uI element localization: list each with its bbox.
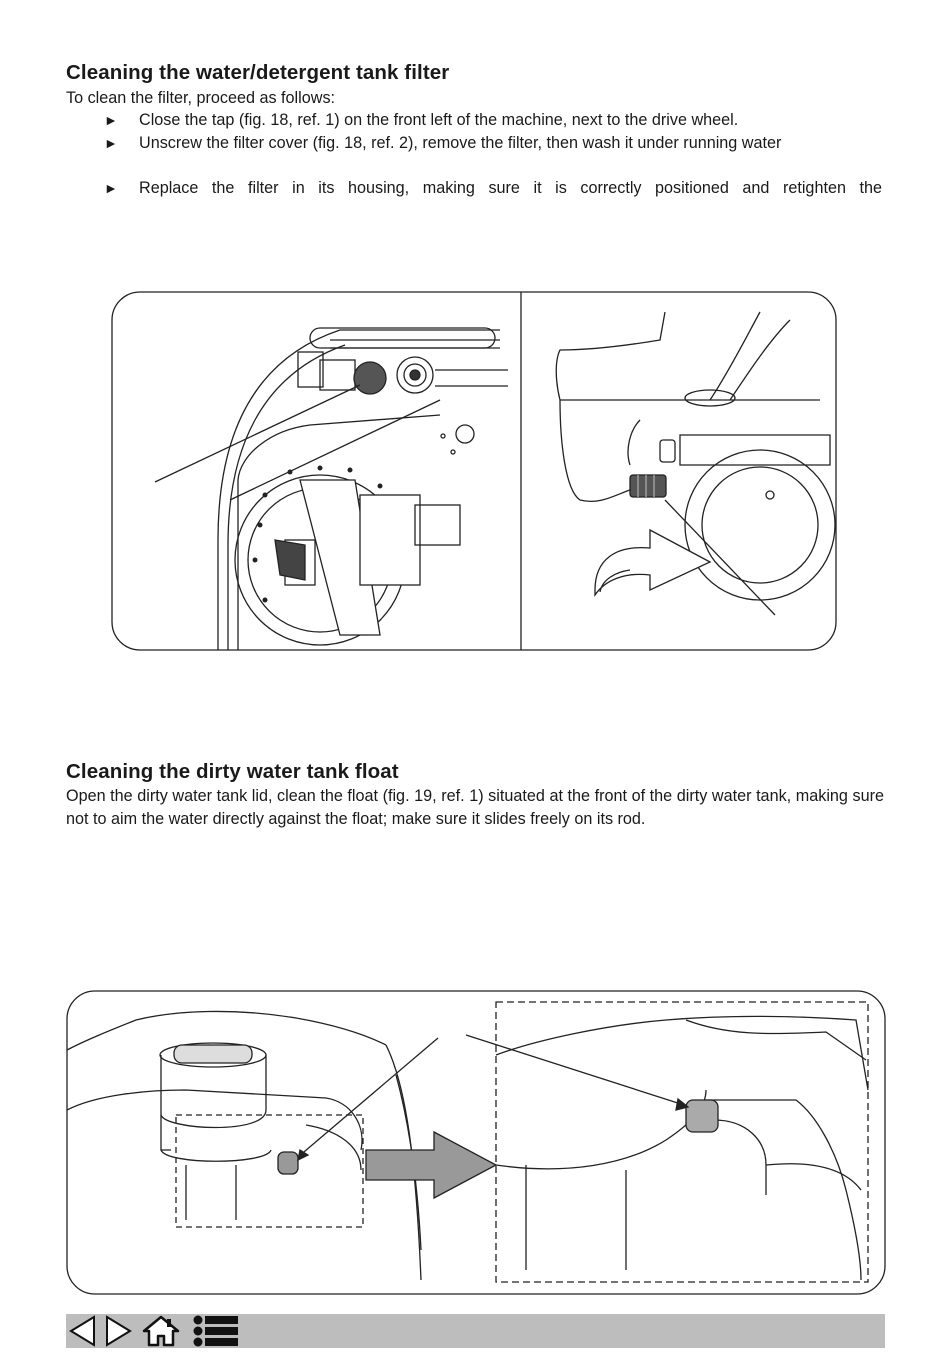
section-title-filter: Cleaning the water/detergent tank filter [66, 61, 450, 84]
bullet-text: Unscrew the filter cover (fig. 18, ref. … [139, 134, 782, 152]
home-icon[interactable] [141, 1314, 181, 1348]
bullet-arrow-icon: ► [104, 112, 118, 128]
figure-18-illustration [111, 291, 837, 651]
index-list-icon[interactable] [192, 1314, 240, 1348]
next-page-icon[interactable] [101, 1314, 135, 1348]
bullet-text: Replace the filter in its housing, makin… [139, 179, 882, 197]
bullet-text: Close the tap (fig. 18, ref. 1) on the f… [139, 111, 739, 129]
bullet-arrow-icon: ► [104, 135, 118, 151]
float-body-text: Open the dirty water tank lid, clean the… [66, 787, 884, 828]
filter-intro-text: To clean the filter, proceed as follows: [66, 89, 336, 107]
bullet-arrow-icon: ► [104, 180, 118, 196]
footer-nav-bar [66, 1314, 885, 1348]
section-title-float: Cleaning the dirty water tank float [66, 760, 399, 783]
previous-page-icon[interactable] [66, 1314, 100, 1348]
figure-19-illustration [66, 990, 886, 1295]
